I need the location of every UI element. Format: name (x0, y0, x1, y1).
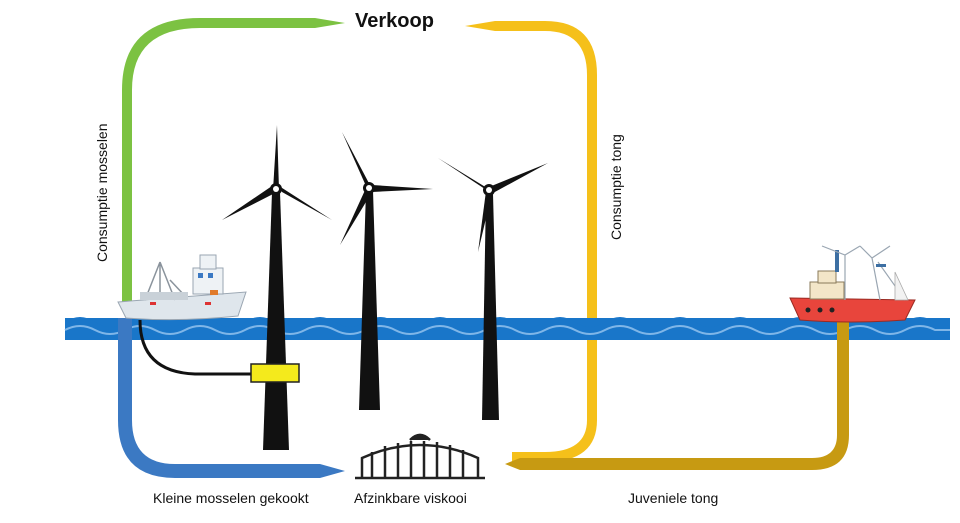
label-small-mussels-cooked: Kleine mosselen gekookt (153, 490, 309, 506)
wind-turbine-3 (438, 158, 548, 420)
label-sinkable-cage: Afzinkbare viskooi (354, 490, 467, 506)
label-juvenile-sole: Juveniele tong (628, 490, 719, 506)
label-consumption-sole: Consumptie tong (608, 134, 624, 240)
label-consumption-mussels: Consumptie mosselen (94, 123, 110, 262)
blue-flow-arrow (118, 318, 345, 478)
mussel-boat-icon (117, 254, 247, 321)
sea (64, 317, 950, 340)
gold-flow-arrow (505, 318, 849, 470)
sinkable-cage-icon (355, 433, 485, 480)
wind-turbine-1 (222, 125, 332, 450)
fishing-boat-icon (789, 245, 916, 323)
coupling-box (250, 363, 300, 383)
sales-title: Verkoop (355, 10, 434, 32)
wind-turbine-2 (340, 132, 433, 410)
green-flow-arrow (122, 18, 345, 305)
cable (138, 319, 253, 376)
